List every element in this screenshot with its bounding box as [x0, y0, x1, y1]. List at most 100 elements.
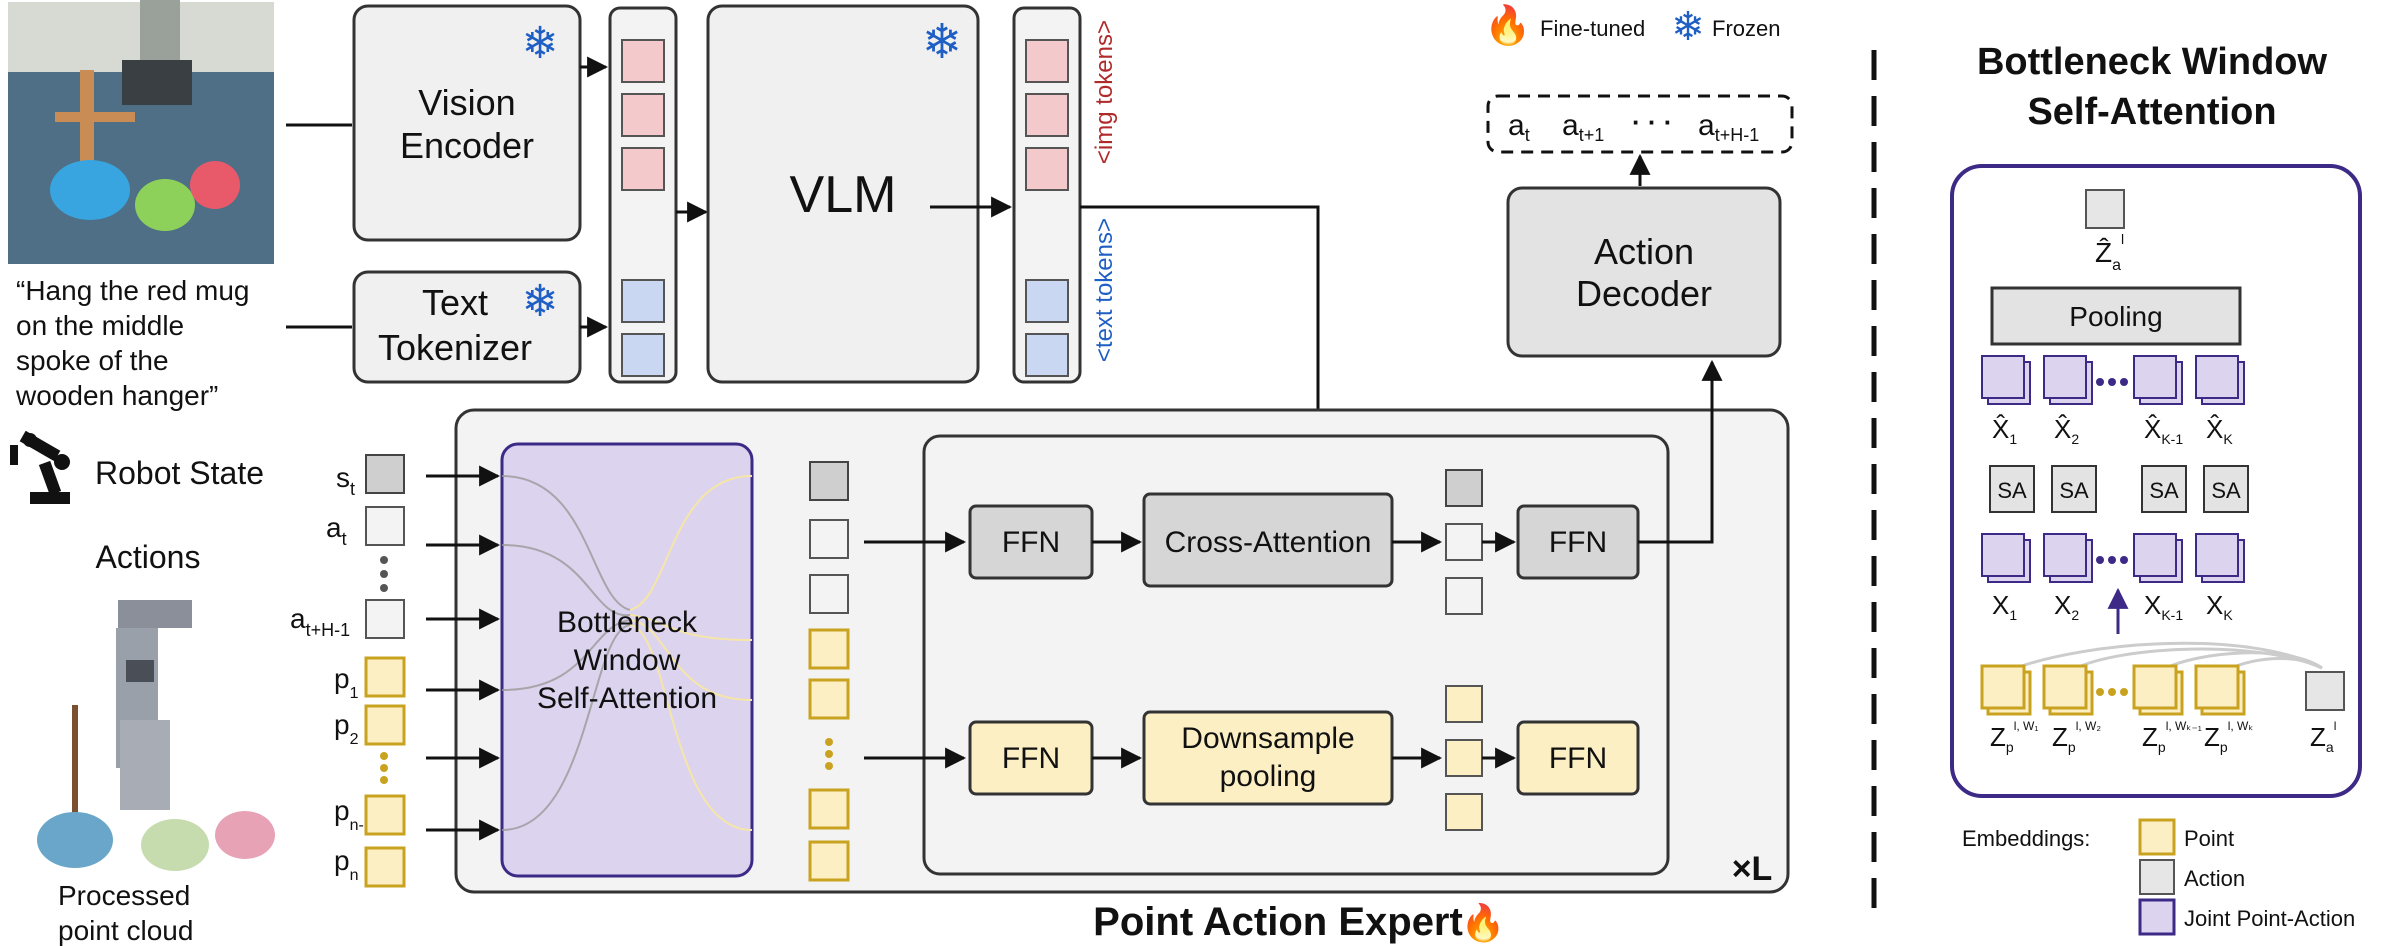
- bwsa-line-1: Bottleneck: [557, 606, 698, 639]
- snowflake-icon: ❄: [1671, 5, 1705, 49]
- svg-text:SA: SA: [1997, 478, 2027, 503]
- text-token: [1025, 333, 1069, 377]
- text-token: [621, 333, 665, 377]
- x-stacks: [1981, 533, 2245, 583]
- input-label-pn: pn: [334, 845, 358, 884]
- input-label-s: st: [336, 462, 355, 499]
- input-label-p1: p1: [334, 663, 359, 702]
- output-token-column: [1012, 6, 1082, 384]
- text-tokens-label: <text tokens>: [1091, 218, 1118, 362]
- z-a-token: [2305, 671, 2345, 711]
- instruction-text: “Hang the red mug on the middle spoke of…: [15, 275, 249, 411]
- input-embeddings: st at at+H-1 p1 p2 pn-1 pn: [290, 454, 406, 888]
- img-token: [1025, 93, 1069, 137]
- legend-joint: Joint Point-Action: [2184, 906, 2355, 931]
- input-label-a: at: [326, 512, 347, 549]
- instruction-line-4: wooden hanger”: [15, 380, 218, 411]
- svg-text:X̂K-1: X̂K-1: [2144, 414, 2183, 447]
- bwsa-line-3: Self-Attention: [537, 682, 717, 715]
- svg-text:XK-1: XK-1: [2144, 590, 2183, 623]
- robot-scene-photo: [8, 0, 274, 264]
- robot-state-label: Robot State: [95, 455, 264, 491]
- snowflake-icon: ❄: [922, 16, 962, 69]
- svg-text:SA: SA: [2211, 478, 2241, 503]
- bwsa-detail-panel: Ẑal Pooling X̂1 X̂2 X̂K-1 X̂K SA SA SA: [1950, 164, 2362, 798]
- instruction-line-1: “Hang the red mug: [16, 275, 249, 306]
- input-label-a-last: at+H-1: [290, 603, 350, 640]
- svg-text:SA: SA: [2149, 478, 2179, 503]
- action-token-last: at+H-1: [1698, 109, 1759, 145]
- bwsa-output-tokens: [808, 461, 850, 882]
- downsample-line-1: Downsample: [1181, 722, 1354, 755]
- svg-text:X1: X1: [1992, 590, 2017, 623]
- legend-top: 🔥 Fine-tuned ❄ Frozen: [1484, 3, 1780, 49]
- svg-text:SA: SA: [2059, 478, 2089, 503]
- output-action-tokens: at at+1 · · · at+H-1: [1486, 94, 1794, 154]
- x-hat-stacks: [1981, 355, 2245, 405]
- instruction-line-3: spoke of the: [16, 345, 169, 376]
- repeat-label: ×L: [1732, 850, 1773, 888]
- input-label-p2: p2: [334, 709, 359, 748]
- action-decoder-line-1: Action: [1594, 231, 1694, 272]
- text-token: [1025, 279, 1069, 323]
- img-tokens-label: <img tokens>: [1091, 20, 1118, 164]
- expert-to-decoder-arrow: [1638, 359, 1723, 544]
- action-token-2: at+1: [1562, 109, 1604, 145]
- svg-text:X̂K: X̂K: [2206, 414, 2233, 447]
- fire-icon: 🔥: [1484, 3, 1531, 47]
- img-token: [621, 39, 665, 83]
- point-cloud-image: [37, 600, 275, 871]
- vlm-block: VLM ❄: [706, 4, 980, 384]
- svg-text:Zpl, W₁: Zpl, W₁: [1990, 719, 2038, 755]
- embedding-legend: Embeddings: Point Action Joint Point-Act…: [1962, 818, 2355, 936]
- ffn-label: FFN: [1002, 526, 1060, 559]
- cross-attention-label: Cross-Attention: [1165, 526, 1372, 559]
- input-token-column: [608, 6, 678, 384]
- snowflake-icon: ❄: [522, 277, 559, 326]
- action-token-dots: · · ·: [1632, 107, 1672, 137]
- svg-text:X̂2: X̂2: [2054, 414, 2079, 447]
- vlm-to-cross-attention-arrow: [1080, 205, 1329, 493]
- point-action-expert-title: Point Action Expert: [1093, 900, 1463, 944]
- robot-arm-icon: [10, 430, 70, 504]
- svg-text:XK: XK: [2206, 590, 2233, 623]
- action-decoder-block: Action Decoder: [1506, 186, 1782, 358]
- img-token: [621, 147, 665, 191]
- svg-text:X̂1: X̂1: [1992, 414, 2017, 447]
- ffn-label: FFN: [1002, 742, 1060, 775]
- img-token: [1025, 39, 1069, 83]
- vision-encoder-block: Vision Encoder ❄: [352, 4, 582, 242]
- pooling-label: Pooling: [2069, 301, 2162, 332]
- legend-point: Point: [2184, 826, 2234, 851]
- bwsa-detail-title-2: Self-Attention: [2027, 91, 2276, 133]
- legend-embeddings-title: Embeddings:: [1962, 826, 2090, 851]
- vlm-label: VLM: [790, 166, 897, 224]
- text-tokenizer-block: Text Tokenizer ❄: [352, 270, 582, 384]
- snowflake-icon: ❄: [522, 19, 559, 68]
- bwsa-block: Bottleneck Window Self-Attention: [500, 442, 754, 878]
- downsample-line-2: pooling: [1220, 760, 1317, 793]
- sa-boxes: SA SA SA SA: [1989, 465, 2249, 513]
- vision-encoder-line-2: Encoder: [400, 125, 534, 166]
- action-decoder-line-2: Decoder: [1576, 273, 1712, 314]
- text-token: [621, 279, 665, 323]
- bwsa-detail-title-1: Bottleneck Window: [1977, 41, 2328, 83]
- ffn-label: FFN: [1549, 526, 1607, 559]
- img-token: [1025, 147, 1069, 191]
- point-branch: FFN Downsample pooling FFN: [968, 685, 1640, 831]
- point-cloud-line-2: point cloud: [58, 915, 193, 946]
- vision-encoder-line-1: Vision: [418, 82, 515, 123]
- action-token-1: at: [1508, 109, 1530, 145]
- bwsa-line-2: Window: [574, 644, 681, 677]
- actions-label: Actions: [96, 539, 201, 575]
- fire-icon: 🔥: [1461, 902, 1506, 943]
- legend-action: Action: [2184, 866, 2245, 891]
- svg-text:Zpl, W₂: Zpl, W₂: [2052, 719, 2101, 755]
- legend-fine-tuned: Fine-tuned: [1540, 16, 1645, 41]
- svg-text:Zpl, Wₖ: Zpl, Wₖ: [2204, 719, 2253, 755]
- text-tokenizer-line-2: Tokenizer: [378, 327, 532, 368]
- text-tokenizer-line-1: Text: [422, 282, 488, 323]
- action-branch: FFN Cross-Attention FFN: [968, 469, 1640, 615]
- ffn-label: FFN: [1549, 742, 1607, 775]
